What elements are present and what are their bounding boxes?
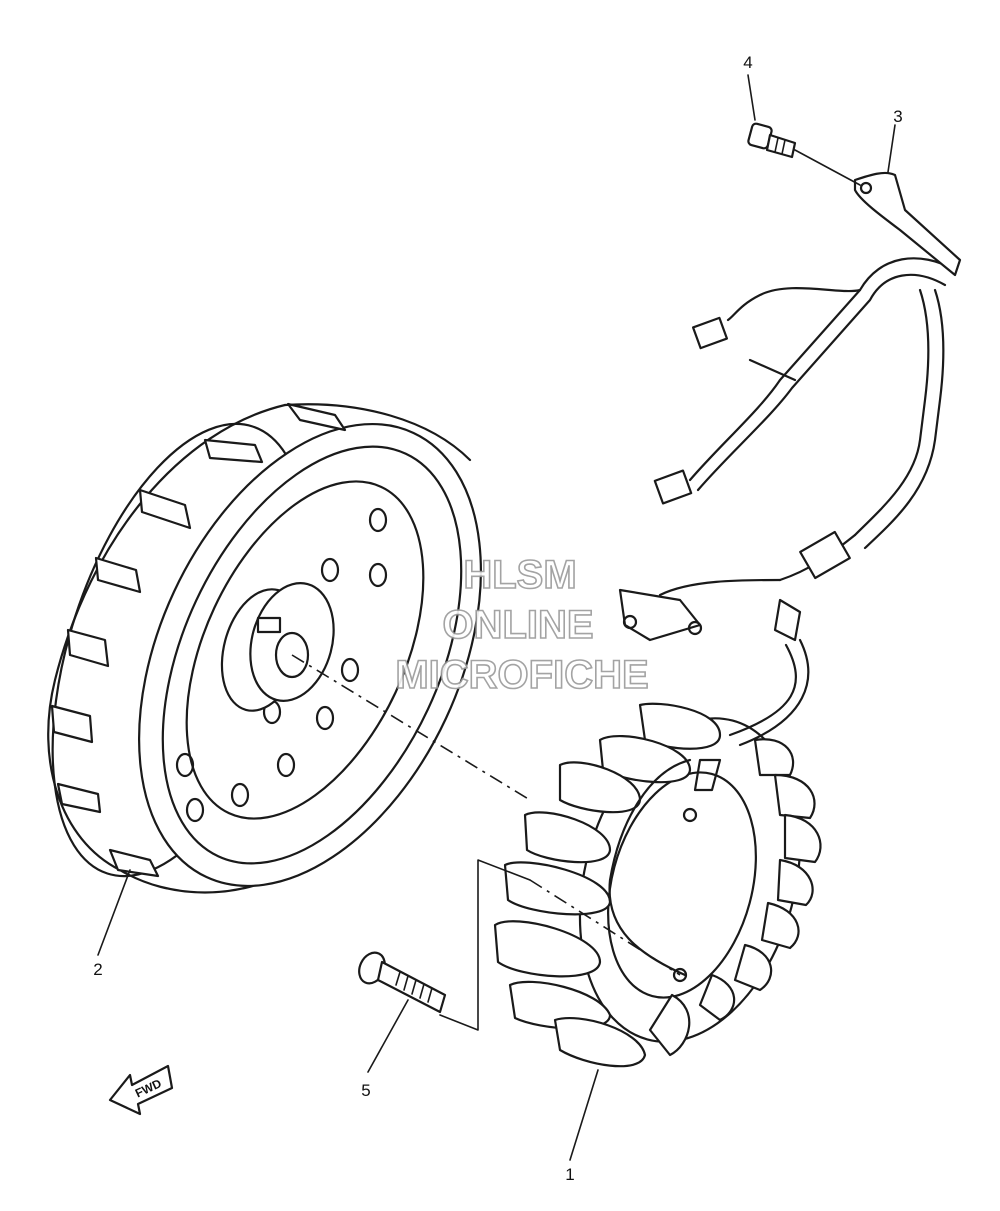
callout-5: 5 [361,1081,370,1100]
watermark-line-2: ONLINE [442,603,593,647]
rotor-assembly [47,402,482,894]
bolt-alignment-bracket [439,859,531,1031]
rotor-axis-line [291,654,531,801]
watermark-line-1: HLSM [463,553,576,597]
clamp-screw [747,122,861,186]
stator-bolt [358,951,447,1014]
watermark-line-3: MICROFICHE [395,653,648,697]
callout-3: 3 [893,107,902,126]
stator-assembly [493,638,822,1068]
rotor-rim-tabs [50,402,347,878]
callout-1: 1 [565,1165,574,1184]
callout-2: 2 [93,960,102,979]
callout-4: 4 [743,53,752,72]
wire-harness [618,171,962,642]
stator-coils [493,702,822,1068]
watermark: HLSM ONLINE MICROFICHE [395,552,650,698]
rotor-hub [220,582,335,712]
fwd-direction-arrow-icon: FWD [108,1064,174,1116]
callout-leaders [97,74,896,1161]
